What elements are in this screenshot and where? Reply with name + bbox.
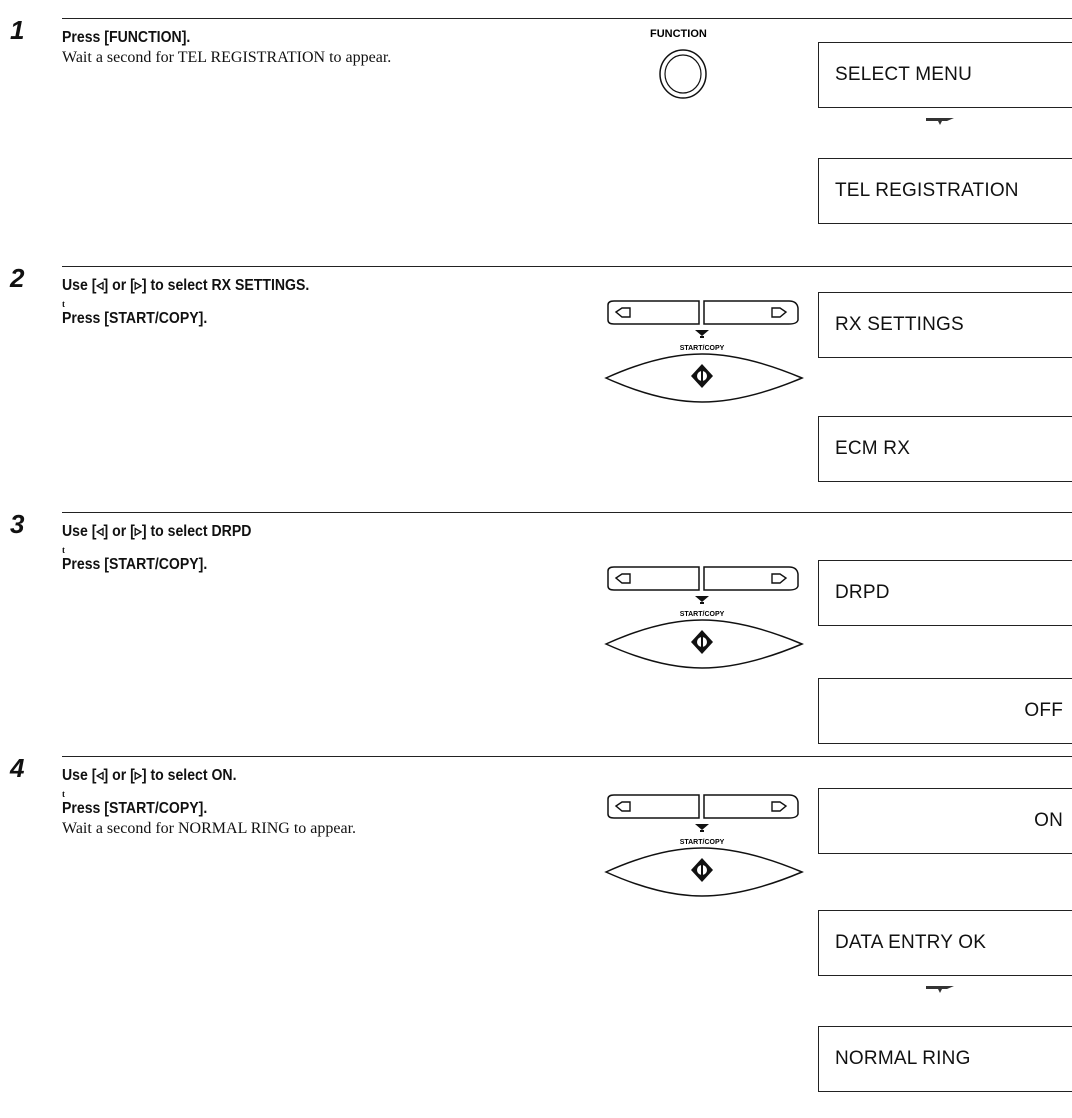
right-arrow-key-icon bbox=[703, 566, 799, 591]
then-marker: t bbox=[62, 789, 65, 799]
step-number: 4 bbox=[10, 753, 25, 783]
step-body: Wait a second for TEL REGISTRATION to ap… bbox=[62, 49, 392, 66]
left-arrow-key-icon bbox=[607, 566, 700, 591]
step-heading-2: Press [START/COPY]. bbox=[62, 556, 208, 573]
start-copy-button-icon bbox=[604, 353, 804, 403]
down-arrow-icon bbox=[695, 596, 709, 602]
step-heading: Use [◃] or [▹] to select DRPD bbox=[62, 523, 252, 540]
lcd-display: ON bbox=[818, 788, 1072, 854]
step-instructions: Press [FUNCTION]. Wait a second for TEL … bbox=[62, 28, 602, 67]
step-instructions: Use [◃] or [▹] to select ON. t Press [ST… bbox=[62, 766, 602, 838]
function-button-label: FUNCTION bbox=[650, 28, 707, 40]
then-marker: t bbox=[62, 545, 65, 555]
step-heading: Use [◃] or [▹] to select RX SETTINGS. bbox=[62, 277, 310, 294]
step-heading: Press [FUNCTION]. bbox=[62, 29, 191, 46]
start-copy-button-icon bbox=[604, 847, 804, 897]
lcd-display: RX SETTINGS bbox=[818, 292, 1072, 358]
step-number: 1 bbox=[10, 15, 25, 45]
lcd-display: SELECT MENU bbox=[818, 42, 1072, 108]
keypad-figure: START/COPY bbox=[604, 566, 814, 686]
step-instructions: Use [◃] or [▹] to select DRPD t Press [S… bbox=[62, 522, 602, 575]
lcd-display: TEL REGISTRATION bbox=[818, 158, 1072, 224]
down-arrow-icon bbox=[695, 330, 709, 336]
wait-arrow-icon bbox=[925, 114, 955, 132]
step-divider bbox=[62, 18, 1072, 19]
keypad-figure: START/COPY bbox=[604, 300, 814, 420]
down-arrow-icon bbox=[695, 824, 709, 830]
lcd-display: DRPD bbox=[818, 560, 1072, 626]
step-heading-2: Press [START/COPY]. bbox=[62, 310, 208, 327]
left-arrow-key-icon bbox=[607, 794, 700, 819]
start-copy-label: START/COPY bbox=[680, 839, 725, 846]
lcd-display: OFF bbox=[818, 678, 1072, 744]
step-divider bbox=[62, 512, 1072, 513]
step-instructions: Use [◃] or [▹] to select RX SETTINGS. t … bbox=[62, 276, 602, 329]
wait-arrow-icon bbox=[925, 982, 955, 1000]
left-arrow-key-icon bbox=[607, 300, 700, 325]
then-marker: t bbox=[62, 299, 65, 309]
start-copy-label: START/COPY bbox=[680, 345, 725, 352]
lcd-display: DATA ENTRY OK bbox=[818, 910, 1072, 976]
right-arrow-key-icon bbox=[703, 300, 799, 325]
start-copy-button-icon bbox=[604, 619, 804, 669]
step-heading: Use [◃] or [▹] to select ON. bbox=[62, 767, 237, 784]
function-button-icon: FUNCTION bbox=[648, 26, 728, 106]
step-body: Wait a second for NORMAL RING to appear. bbox=[62, 820, 357, 837]
step-divider bbox=[62, 756, 1072, 757]
lcd-display: NORMAL RING bbox=[818, 1026, 1072, 1092]
step-divider bbox=[62, 266, 1072, 267]
start-copy-label: START/COPY bbox=[680, 611, 725, 618]
right-arrow-key-icon bbox=[703, 794, 799, 819]
step-heading-2: Press [START/COPY]. bbox=[62, 800, 208, 817]
lcd-display: ECM RX bbox=[818, 416, 1072, 482]
step-number: 3 bbox=[10, 509, 25, 539]
step-number: 2 bbox=[10, 263, 25, 293]
keypad-figure: START/COPY bbox=[604, 794, 814, 914]
